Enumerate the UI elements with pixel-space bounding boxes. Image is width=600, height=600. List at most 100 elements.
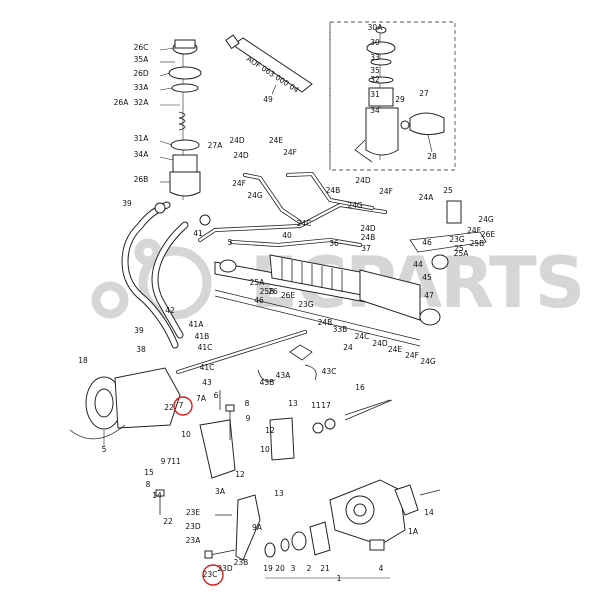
callout-5: 5 — [228, 238, 233, 247]
callout-34a: 34A — [134, 150, 150, 159]
callout-25: 25 — [454, 244, 464, 253]
callout-24f: 24F — [467, 226, 481, 235]
callout-45: 45 — [422, 273, 432, 282]
long-bolts — [219, 390, 391, 416]
callout-24e: 24E — [269, 136, 284, 145]
callout-3: 3 — [291, 564, 296, 573]
callout-24b: 24B — [326, 186, 341, 195]
callout-23d: 23D — [217, 564, 233, 573]
callout-24g: 24G — [420, 357, 436, 366]
callout-23e: 23E — [186, 508, 201, 517]
callout-12: 12 — [235, 470, 245, 479]
callout-12: 12 — [265, 426, 275, 435]
callout-41c: 41C — [198, 343, 213, 352]
callout-8: 8 — [245, 399, 250, 408]
callout-4: 4 — [379, 564, 384, 573]
callout-24: 24 — [343, 343, 353, 352]
callout-23b: 23B — [234, 558, 249, 567]
callout-26c: 26C — [134, 43, 149, 52]
main-pump — [329, 479, 419, 551]
callout-20: 20 — [275, 564, 285, 573]
callout-43: 43 — [202, 378, 212, 387]
callout-41c: 41C — [200, 363, 215, 372]
callout-24a: 24A — [419, 193, 435, 202]
callout-39: 39 — [122, 199, 132, 208]
callout-31: 31 — [370, 90, 380, 99]
callout-24d: 24D — [229, 136, 245, 145]
callout-3a: 3A — [215, 487, 226, 496]
highlight-23c — [202, 564, 224, 586]
callout-37: 37 — [361, 244, 371, 253]
callout-43a: 43A — [276, 371, 292, 380]
callout-41b: 41B — [195, 332, 210, 341]
callout-26b: 26B — [134, 175, 149, 184]
gear-watermark-icon — [91, 238, 212, 320]
callout-8: 8 — [146, 480, 151, 489]
callout-30a: 30A — [368, 23, 384, 32]
callout-39: 39 — [134, 326, 144, 335]
callout-6: 6 — [214, 391, 219, 400]
callout-32a: 32A — [134, 98, 150, 107]
callout-32: 32 — [370, 75, 380, 84]
callout-24f: 24F — [379, 187, 393, 196]
callout-43c: 43C — [322, 367, 337, 376]
callout-30: 30 — [370, 38, 380, 47]
callout-14: 14 — [152, 491, 162, 500]
callout-22: 22 — [164, 403, 174, 412]
pump-pulley — [69, 367, 181, 447]
callout-23c: 23C — [203, 570, 218, 579]
callout-41: 41 — [193, 229, 203, 238]
callout-14: 14 — [424, 508, 434, 517]
callout-9: 9 — [161, 457, 166, 466]
grease-tube: AOF 063 000 04 — [225, 34, 313, 95]
callout-21: 21 — [320, 564, 330, 573]
callout-25b: 25B — [470, 239, 485, 248]
callout-23d: 23D — [185, 522, 201, 531]
callout-42: 42 — [165, 306, 175, 315]
callout-24g: 24G — [247, 191, 263, 200]
callout-24f: 24F — [283, 148, 297, 157]
callout-23g: 23G — [449, 235, 465, 244]
callout-5: 5 — [102, 445, 107, 454]
callout-40: 40 — [282, 231, 292, 240]
callout-10: 10 — [181, 430, 191, 439]
callout-46: 46 — [254, 296, 264, 305]
callout-19: 19 — [263, 564, 273, 573]
callout-23a: 23A — [186, 536, 202, 545]
callout-7: 7 — [167, 457, 172, 466]
callout-24d: 24D — [372, 339, 388, 348]
callout-22: 22 — [163, 517, 173, 526]
callout-24c: 24C — [355, 332, 370, 341]
callout-28: 28 — [427, 152, 437, 161]
callout-47: 47 — [424, 291, 434, 300]
callout-9: 9 — [246, 414, 251, 423]
highlight-7 — [173, 396, 193, 416]
shaft-parts — [264, 521, 390, 579]
callout-36: 36 — [329, 239, 339, 248]
callout-25a: 25A — [454, 249, 470, 258]
bolts — [155, 404, 441, 559]
callout-9a: 9A — [252, 523, 263, 532]
callout-15: 15 — [144, 468, 154, 477]
callout-1a: 1A — [408, 527, 419, 536]
inset-frame — [329, 21, 456, 171]
callout-24f: 24F — [232, 179, 246, 188]
reservoir-assembly-right — [354, 26, 445, 163]
callout-33a: 33A — [134, 83, 150, 92]
callout-24g: 24G — [347, 201, 363, 210]
callout-31a: 31A — [134, 134, 150, 143]
callout-13: 13 — [274, 489, 284, 498]
callout-26d: 26D — [133, 69, 149, 78]
callout-16: 16 — [355, 383, 365, 392]
callout-2: 2 — [307, 564, 312, 573]
callout-24e: 24E — [388, 345, 403, 354]
callout-25b: 25B — [260, 287, 275, 296]
callout-49: 49 — [263, 95, 273, 104]
callout-10: 10 — [260, 445, 270, 454]
steering-rack — [214, 200, 487, 347]
callout-25: 25 — [443, 186, 453, 195]
callout-33b: 33B — [333, 325, 348, 334]
callout-7: 7 — [179, 401, 184, 410]
